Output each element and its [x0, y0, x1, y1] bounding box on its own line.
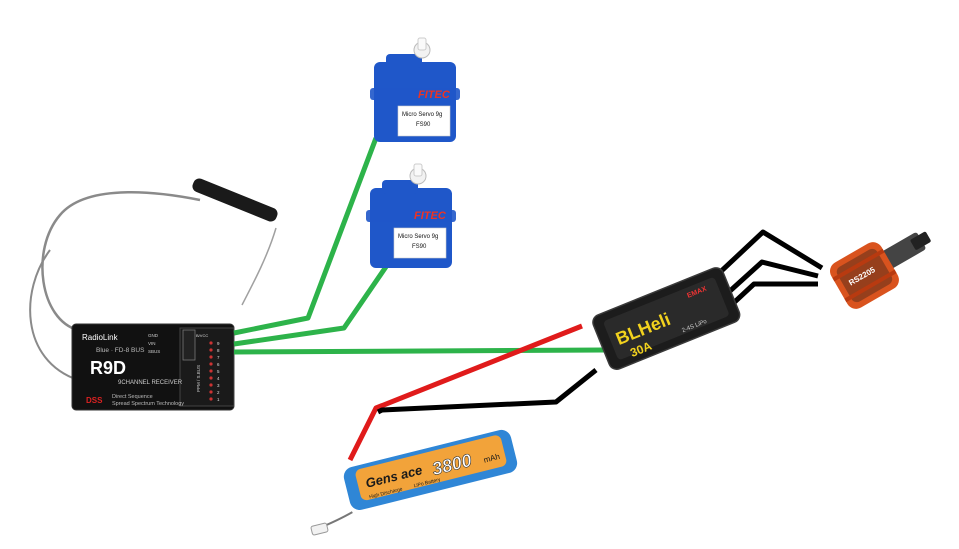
signal-wire-esc — [233, 347, 605, 355]
esc: EMAX BLHeli 30A 2-4S LiPo — [592, 267, 741, 370]
signal-wire-servo-top — [233, 137, 379, 336]
servo-top-line2: FS90 — [416, 122, 431, 128]
servo-bottom-line1: Micro Servo 9g — [398, 234, 438, 240]
receiver-pin-header — [209, 341, 213, 401]
receiver-port-9: 1 — [217, 397, 220, 402]
receiver-port-3: 7 — [217, 355, 220, 360]
receiver-port-4: 6 — [217, 362, 220, 367]
battery-unit: mAh — [483, 452, 501, 465]
receiver-line1: Blue · FD-8 BUS — [96, 347, 145, 354]
receiver-port-2: 8 — [217, 348, 220, 353]
battery-wires — [347, 323, 598, 462]
servo-bottom-line2: FS90 — [412, 244, 427, 250]
receiver-model: R9D — [90, 358, 126, 378]
receiver-port-6: 4 — [217, 376, 220, 381]
receiver-pin-gnd: GND — [148, 333, 159, 338]
motor: RS2205 — [830, 231, 931, 309]
receiver-port-5: 5 — [217, 369, 220, 374]
motor-wire-3 — [724, 281, 818, 312]
battery: Gens ace 3800 mAh High Discharge LiPo Ba… — [310, 429, 518, 536]
servo-bottom: FITEC Micro Servo 9g FS90 — [366, 163, 456, 268]
receiver-subtitle: 9CHANNEL RECEIVER — [118, 380, 183, 386]
servo-top-line1: Micro Servo 9g — [402, 112, 442, 118]
receiver-dss: DSS — [86, 396, 103, 405]
receiver-port-1: 9 — [217, 341, 220, 346]
battery-wire-negative — [376, 368, 598, 415]
receiver-footer2: Spread Spectrum Technology — [112, 401, 184, 407]
receiver-brand: RadioLink — [82, 333, 119, 342]
receiver-port-8: 2 — [217, 390, 220, 395]
battery-wire-positive — [347, 323, 583, 462]
servo-bottom-brand: FITEC — [414, 210, 447, 222]
servo-top-brand: FITEC — [418, 89, 451, 101]
motor-wire-1 — [714, 229, 824, 278]
receiver-footer1: Direct Sequence — [112, 394, 153, 400]
receiver: RadioLink Blue · FD-8 BUS R9D 9CHANNEL R… — [71, 323, 235, 411]
receiver-antenna — [29, 178, 278, 381]
receiver-port-0: B/VCC — [196, 333, 208, 338]
motor-wire-2 — [718, 259, 819, 302]
receiver-ppm-label: PPM / S.BUS — [196, 365, 201, 392]
signal-wires — [233, 137, 605, 355]
receiver-port-labels: B/VCC 9 8 7 6 5 4 3 2 1 — [196, 333, 220, 402]
receiver-pin-sbus: SBUS — [148, 349, 160, 354]
signal-wire-servo-bottom — [233, 256, 395, 347]
receiver-port-7: 3 — [217, 383, 220, 388]
receiver-pin-vin: VIN — [148, 341, 156, 346]
servo-top: FITEC Micro Servo 9g FS90 — [370, 37, 460, 142]
